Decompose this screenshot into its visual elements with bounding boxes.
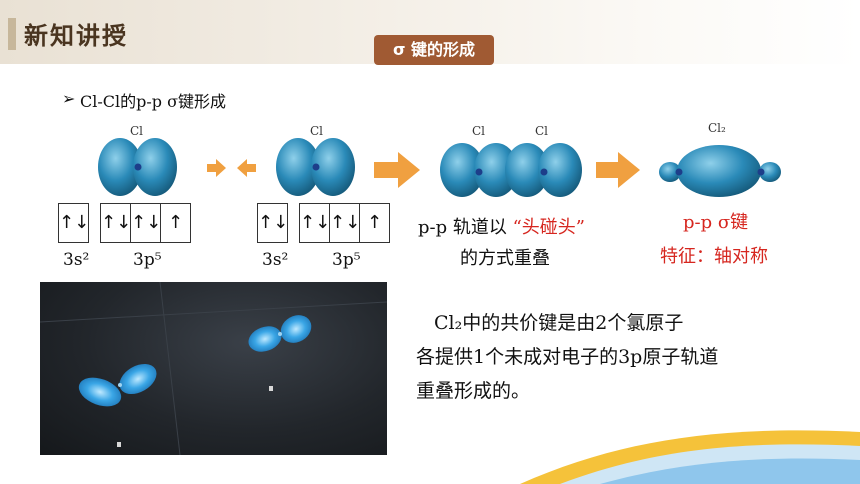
orbital-cell: ↑ bbox=[167, 212, 184, 233]
orbital-label-3s-1: 3s² bbox=[63, 250, 90, 270]
bullet-text: Cl-Cl的p-p σ键形成 bbox=[80, 92, 227, 111]
orbital-cell: ↑↓ bbox=[59, 212, 90, 233]
orbital-label-3p-2: 3p⁵ bbox=[332, 250, 361, 270]
sigma-bond-orbital bbox=[659, 145, 781, 197]
approach-arrows bbox=[207, 159, 256, 177]
orbital-cell: ↑↓ bbox=[330, 204, 360, 242]
atom-label-cl-4: Cl bbox=[535, 124, 549, 138]
overlap-prefix: p-p 轨道以 bbox=[418, 217, 507, 238]
atom-label-cl2: Cl₂ bbox=[708, 121, 726, 135]
orbital-illustration bbox=[98, 138, 781, 197]
orbital-label-3p-1: 3p⁵ bbox=[133, 250, 162, 270]
cl-atom-orbital-2 bbox=[276, 138, 355, 196]
animation-video-frame[interactable] bbox=[39, 281, 388, 456]
orbital-label-3s-2: 3s² bbox=[262, 250, 289, 270]
orbital-cell: ↑↓ bbox=[131, 204, 161, 242]
paragraph-line-1: Cl₂中的共价键是由2个氯原子 bbox=[434, 312, 684, 334]
orbital-box-3s-1: ↑↓ bbox=[58, 203, 89, 243]
video-orbital-graphic bbox=[39, 281, 388, 456]
bullet-arrow-icon: ➢ bbox=[62, 89, 76, 108]
atom-label-cl-1: Cl bbox=[130, 124, 144, 138]
paragraph-line-2: 各提供1个未成对电子的3p原子轨道 bbox=[416, 346, 719, 368]
atom-label-cl-3: Cl bbox=[472, 124, 486, 138]
orbital-cell: ↑↓ bbox=[258, 212, 289, 233]
sigma-feature-label: 特征：轴对称 bbox=[660, 246, 768, 267]
page-title: 新知讲授 bbox=[24, 21, 128, 50]
paragraph-line-3: 重叠形成的。 bbox=[416, 380, 531, 402]
orbital-box-3s-2: ↑↓ bbox=[257, 203, 288, 243]
cl-atom-orbital-1 bbox=[98, 138, 177, 196]
overlap-description-line2: 的方式重叠 bbox=[460, 248, 550, 269]
topic-badge: σ 键的形成 bbox=[374, 35, 494, 65]
overlap-highlight: “头碰头” bbox=[512, 217, 585, 238]
sigma-bond-label: p-p σ键 bbox=[683, 212, 749, 233]
orbital-cell: ↑↓ bbox=[101, 204, 131, 242]
explanation-paragraph: Cl₂中的共价键是由2个氯原子 各提供1个未成对电子的3p原子轨道 重叠形成的。 bbox=[416, 306, 846, 408]
orbital-box-3p-2: ↑↓ ↑↓ ↑ bbox=[299, 203, 390, 243]
header-accent-bar bbox=[8, 18, 16, 50]
overlap-description-line1: p-p 轨道以 “头碰头” bbox=[418, 213, 585, 239]
orbital-cell: ↑↓ bbox=[300, 204, 330, 242]
big-arrow-2 bbox=[596, 152, 640, 188]
orbital-box-3p-1: ↑↓ ↑↓ ↑ bbox=[100, 203, 191, 243]
big-arrow-1 bbox=[374, 152, 420, 188]
overlapping-orbitals bbox=[440, 143, 582, 197]
atom-label-cl-2: Cl bbox=[310, 124, 324, 138]
orbital-cell: ↑ bbox=[366, 212, 383, 233]
